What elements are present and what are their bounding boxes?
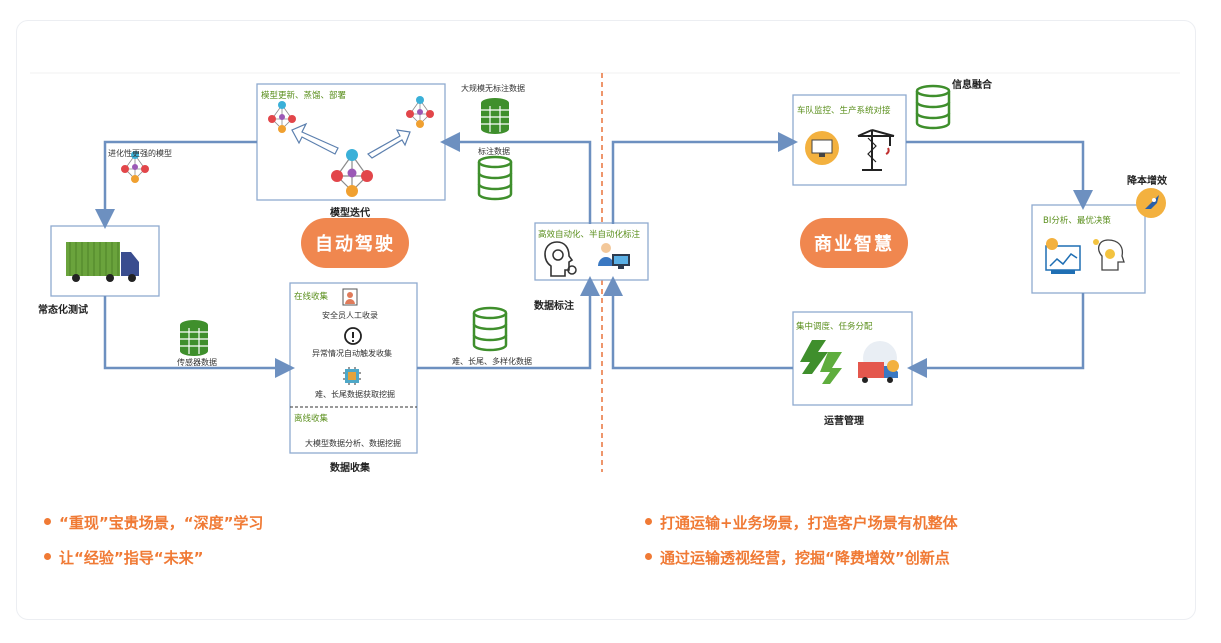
bullet-right-2: 通过运输透视经营，挖掘“降费增效”创新点	[645, 547, 950, 568]
logistics-truck-icon	[858, 341, 899, 383]
offline-collection-title: 离线收集	[294, 414, 329, 424]
evolved-model-label: 进化性更强的模型	[108, 149, 172, 158]
model-iteration-caption: 模型迭代	[330, 208, 370, 219]
flow-arrow	[907, 293, 1085, 378]
fusion-db-icon	[915, 84, 951, 130]
operator-icon	[598, 243, 630, 269]
bullet-right-1: 打通运输+业务场景，打造客户场景有机整体	[645, 512, 958, 533]
analytics-icon	[1045, 238, 1081, 274]
model-iteration-box-title: 模型更新、蒸馏、部署	[261, 91, 347, 101]
hard-data-db-icon	[472, 306, 508, 352]
business-intelligence-pill: 商业智慧	[800, 218, 908, 268]
bi-box-title: BI分析、最优决策	[1043, 216, 1111, 226]
bullet-dot	[645, 553, 652, 560]
hard-data-label: 难、长尾、多样化数据	[452, 357, 532, 366]
data-collection-box	[289, 282, 418, 454]
flow-arrow	[103, 296, 295, 378]
truck-caption: 常态化测试	[38, 305, 88, 316]
decision-icon	[1093, 239, 1125, 271]
cost-reduction-label: 降本增效	[1127, 176, 1167, 187]
collection-item-label: 难、长尾数据获取挖掘	[315, 390, 395, 399]
bullet-dot	[44, 518, 51, 525]
chip-icon	[343, 367, 361, 385]
collection-item-label: 大模型数据分析、数据挖掘	[305, 439, 401, 448]
online-collection-title: 在线收集	[294, 292, 329, 302]
annotation-box-title: 高效自动化、半自动化标注	[538, 230, 641, 240]
brain-gear-icon	[544, 241, 577, 277]
bullet-text: “重现”宝贵场景，“深度”学习	[59, 514, 264, 532]
model-iteration-box	[256, 83, 446, 201]
alert-icon	[344, 327, 362, 345]
content-card	[16, 20, 1196, 620]
collection-item-label: 安全员人工收录	[322, 311, 378, 320]
bullet-left-2: 让“经验”指导“未来”	[44, 547, 203, 568]
annotation-caption: 数据标注	[534, 301, 574, 312]
flow-arrow	[611, 132, 798, 224]
sensor-data-label: 传感器数据	[177, 358, 217, 367]
bullet-dot	[645, 518, 652, 525]
collection-item-label: 异常情况自动触发收集	[312, 349, 392, 358]
operations-caption: 运营管理	[824, 416, 864, 427]
data-collection-caption: 数据收集	[330, 463, 370, 474]
monitor-icon	[805, 131, 839, 165]
flow-arrow	[417, 276, 600, 370]
sensor-db-icon	[179, 319, 209, 357]
bullet-left-1: “重现”宝贵场景，“深度”学习	[44, 512, 263, 533]
flow-arrow	[603, 276, 793, 370]
labeled-db-icon	[477, 155, 513, 201]
flow-arrow	[906, 140, 1093, 210]
unlabeled-db-icon	[480, 97, 510, 135]
flow-arrow	[440, 132, 592, 224]
monitor-box-title: 车队监控、生产系统对接	[797, 106, 891, 116]
autonomous-driving-pill: 自动驾驶	[301, 218, 409, 268]
unlabeled-data-label: 大规模无标注数据	[461, 84, 525, 93]
bullet-text: 通过运输透视经营，挖掘“降费增效”创新点	[660, 549, 950, 567]
bullet-text: 让“经验”指导“未来”	[59, 549, 204, 567]
bullet-dot	[44, 553, 51, 560]
rocket-icon	[1136, 188, 1166, 218]
bullet-text: 打通运输+业务场景，打造客户场景有机整体	[660, 514, 958, 532]
labeled-data-label: 标注数据	[478, 147, 510, 156]
truck-icon	[50, 225, 160, 297]
exchange-icon	[800, 340, 842, 384]
flow-arrow	[95, 140, 257, 229]
info-fusion-label: 信息融合	[952, 80, 992, 91]
crane-icon	[857, 129, 895, 171]
dispatch-box-title: 集中调度、任务分配	[796, 322, 873, 332]
safety-officer-icon	[342, 288, 358, 306]
